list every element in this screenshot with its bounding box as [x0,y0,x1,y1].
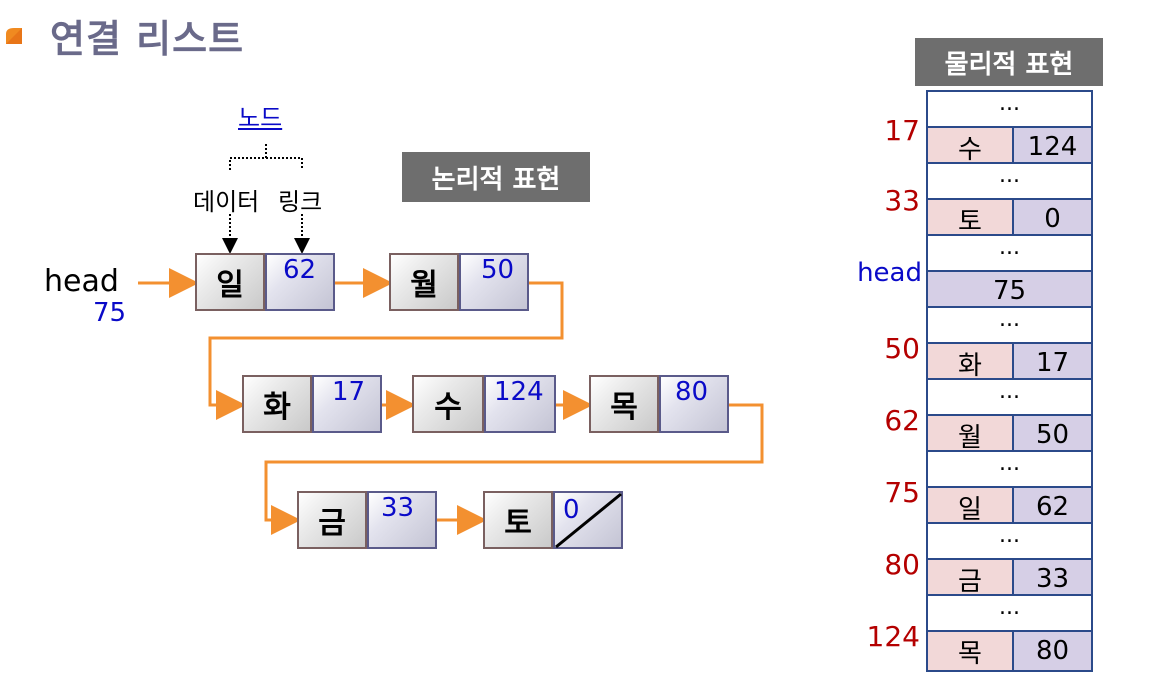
memory-address: 62 [884,404,920,437]
logical-representation-label: 논리적 표현 [402,152,590,202]
node-link-value: 50 [481,255,515,285]
memory-ellipsis: ... [926,162,1093,198]
memory-cell: 화 17 [926,342,1093,384]
node-data-3: 화 [242,375,312,433]
memory-cell: 목 80 [926,630,1093,672]
memory-address: 80 [884,548,920,581]
memory-link: 0 [1014,200,1091,238]
node-data-7: 토 [483,491,553,549]
memory-address: 124 [866,620,920,653]
memory-ellipsis: ... [926,594,1093,630]
memory-address: 17 [884,114,920,147]
node-link-3: 17 [312,375,382,433]
memory-cell: 일 62 [926,486,1093,528]
memory-cell: 월 50 [926,414,1093,456]
memory-link: 80 [1014,632,1091,670]
memory-data: 일 [928,488,1014,526]
memory-block: ... 화 17 [926,306,1093,384]
physical-representation-label: 물리적 표현 [915,38,1103,86]
link-label: 링크 [278,188,323,216]
node-link-value: 62 [283,255,317,285]
memory-link: 17 [1014,344,1091,382]
node-label: 노드 [238,104,283,132]
memory-address: 75 [884,476,920,509]
memory-data: 목 [928,632,1014,670]
page-title: 연결 리스트 [50,17,245,61]
head-value: 75 [93,298,127,328]
null-slash-icon [555,492,622,549]
memory-ellipsis: ... [926,90,1093,126]
memory-block: ... 수 124 [926,90,1093,168]
data-label: 데이터 [193,188,260,216]
memory-link: 33 [1014,560,1091,598]
memory-data: 금 [928,560,1014,598]
node-link-value: 33 [381,493,415,523]
memory-block: ... 월 50 [926,378,1093,456]
memory-block: ... 75 [926,234,1093,312]
memory-block: ... 목 80 [926,594,1093,672]
node-link-value: 124 [494,377,544,407]
node-link-value: 0 [563,495,580,525]
node-data-6: 금 [297,491,367,549]
node-data-4: 수 [412,375,484,433]
node-data-1: 일 [195,253,265,311]
memory-block: ... 토 0 [926,162,1093,240]
node-link-6: 33 [367,491,437,549]
node-link-2: 50 [459,253,529,311]
memory-link: 124 [1014,128,1091,166]
memory-cell: 토 0 [926,198,1093,240]
memory-link: 50 [1014,416,1091,454]
node-link-5: 80 [659,375,729,433]
memory-ellipsis: ... [926,306,1093,342]
memory-block: ... 일 62 [926,450,1093,528]
node-link-4: 124 [484,375,556,433]
memory-address-head: head [857,258,922,288]
node-data-5: 목 [589,375,659,433]
memory-ellipsis: ... [926,234,1093,270]
memory-block: ... 금 33 [926,522,1093,600]
memory-address: 50 [884,332,920,365]
memory-ellipsis: ... [926,378,1093,414]
node-link-value: 80 [675,377,709,407]
node-link-1: 62 [265,253,335,311]
memory-data: 화 [928,344,1014,382]
memory-data: 토 [928,200,1014,238]
memory-link: 62 [1014,488,1091,526]
bullet-icon [6,28,22,44]
memory-data: 수 [928,128,1014,166]
memory-cell: 75 [926,270,1093,312]
node-link-value: 17 [332,377,366,407]
head-label: head [44,264,119,299]
node-data-2: 월 [389,253,459,311]
memory-address: 33 [884,184,920,217]
node-link-7-null: 0 [553,491,623,549]
memory-ellipsis: ... [926,450,1093,486]
memory-data: 월 [928,416,1014,454]
memory-head-value: 75 [928,272,1091,310]
memory-ellipsis: ... [926,522,1093,558]
